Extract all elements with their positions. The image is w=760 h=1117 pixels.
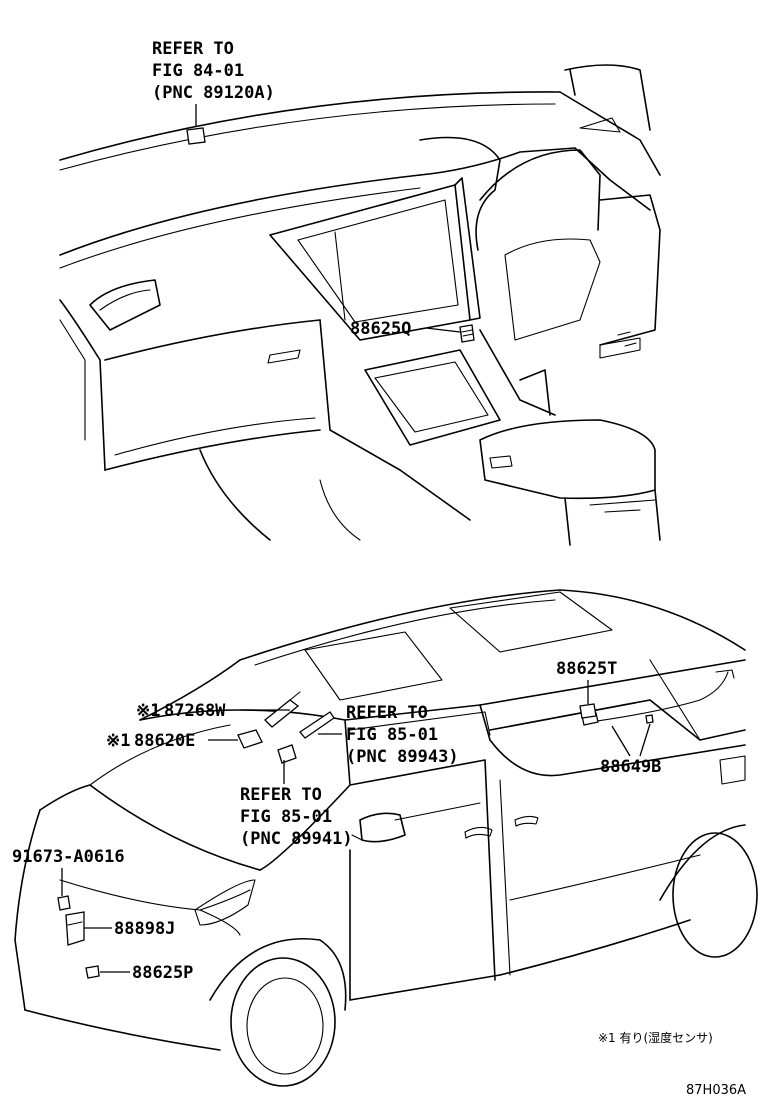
part-88625Q-label: 88625Q [350, 319, 461, 339]
refer-fig-85-89941-label: REFER TO FIG 85-01 (PNC 89941) [240, 760, 353, 849]
refer-85b-line3: (PNC 89941) [240, 829, 353, 849]
refer-85a-line3: (PNC 89943) [346, 747, 459, 767]
part-91673-A0616: 91673-A0616 [12, 847, 125, 867]
part-88625P-label: 88625P [100, 963, 193, 983]
part-88898J: 88898J [114, 919, 175, 939]
part-88625T-label: 88625T [556, 659, 617, 704]
refer-85b-line2: FIG 85-01 [240, 807, 332, 827]
refer-84-line2: FIG 84-01 [152, 61, 244, 81]
refer-84-line1: REFER TO [152, 39, 234, 59]
part-87268W: 87268W [164, 701, 226, 721]
part-87268W-label: ※1 87268W [136, 701, 290, 721]
part-88649B: 88649B [600, 757, 661, 777]
dashboard-illustration [59, 64, 661, 546]
mark-87268W: ※1 [136, 701, 160, 721]
part-91673-label: 91673-A0616 [12, 847, 125, 896]
part-88625P: 88625P [132, 963, 193, 983]
part-88625T: 88625T [556, 659, 617, 679]
part-88898J-label: 88898J [84, 919, 175, 939]
refer-84-line3: (PNC 89120A) [152, 83, 275, 103]
refer-85b-line1: REFER TO [240, 785, 322, 805]
refer-fig-84-label: REFER TO FIG 84-01 (PNC 89120A) [152, 39, 275, 126]
diagram-code: 87H036A [686, 1083, 746, 1098]
vehicle-illustration [14, 589, 758, 1087]
mark-88620E: ※1 [106, 731, 130, 751]
part-88649B-label: 88649B [600, 723, 661, 777]
footnote: ※1 有り(湿度センサ) [598, 1030, 713, 1045]
refer-fig-85-89943-label: REFER TO FIG 85-01 (PNC 89943) [318, 703, 459, 767]
part-88620E-label: ※1 88620E [106, 731, 238, 751]
part-88625Q: 88625Q [350, 319, 411, 339]
refer-85a-line2: FIG 85-01 [346, 725, 438, 745]
refer-85a-line1: REFER TO [346, 703, 428, 723]
part-88620E: 88620E [134, 731, 195, 751]
